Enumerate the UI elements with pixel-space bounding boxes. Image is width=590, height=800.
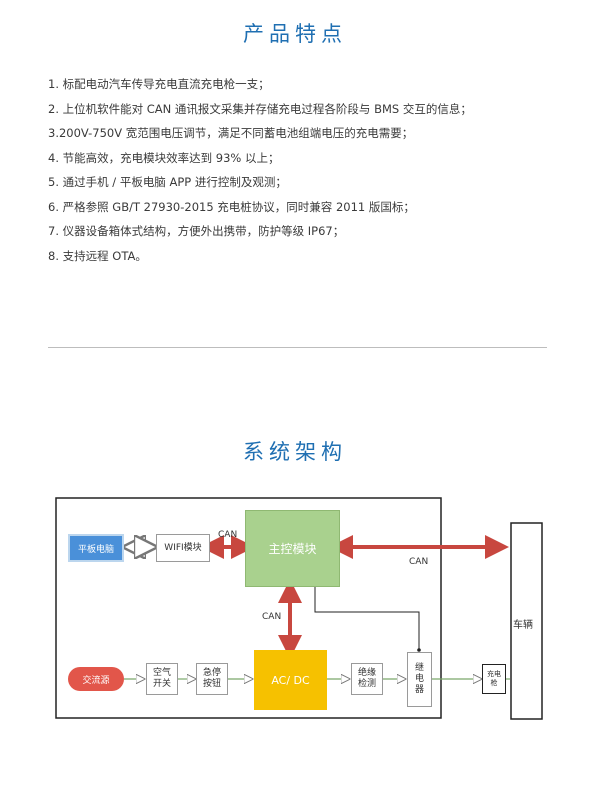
feature-item: 3.200V-750V 宽范围电压调节，满足不同蓄电池组端电压的充电需要； — [48, 126, 414, 140]
architecture-title: 系统架构 — [243, 440, 347, 464]
system-frame — [55, 497, 442, 719]
system-architecture-diagram: 平板电脑 WIFI模块 主控模块 交流源 空气 开关 急停 按钮 AC/ DC … — [0, 490, 590, 730]
features-title: 产品特点 — [243, 22, 347, 46]
feature-item: 4. 节能高效，充电模块效率达到 93% 以上； — [48, 150, 280, 165]
section-divider — [48, 347, 547, 348]
relay-box: 继 电 器 — [407, 652, 432, 707]
vehicle-bar — [510, 522, 543, 720]
main-relay-control-line — [314, 587, 420, 650]
can-label-middle: CAN — [262, 612, 282, 622]
tablet-box: 平板电脑 — [68, 534, 124, 562]
emergency-stop-box: 急停 按钮 — [196, 663, 228, 695]
feature-list: 1. 标配电动汽车传导充电直流充电枪一支； 2. 上位机软件能对 CAN 通讯报… — [48, 72, 472, 268]
can-label-right: CAN — [409, 557, 429, 567]
ac-source-box: 交流源 — [68, 667, 124, 691]
wifi-module-box: WIFI模块 — [156, 534, 210, 562]
feature-item: 1. 标配电动汽车传导充电直流充电枪一支； — [48, 77, 270, 91]
acdc-box: AC/ DC — [254, 650, 327, 710]
feature-item: 8. 支持远程 OTA。 — [48, 248, 147, 263]
feature-item: 7. 仪器设备箱体式结构，方便外出携带，防护等级 IP67； — [48, 224, 345, 238]
feature-item: 5. 通过手机 / 平板电脑 APP 进行控制及观测； — [48, 175, 287, 189]
can-label-top: CAN — [218, 530, 238, 540]
vehicle-label: 车辆 — [513, 620, 533, 631]
diagram-connectors — [55, 497, 543, 720]
main-control-box: 主控模块 — [245, 510, 340, 587]
insulation-detection-box: 绝缘 检测 — [351, 663, 383, 695]
charging-gun-box: 充电 枪 — [482, 664, 506, 694]
air-switch-box: 空气 开关 — [146, 663, 178, 695]
feature-item: 2. 上位机软件能对 CAN 通讯报文采集并存储充电过程各阶段与 BMS 交互的… — [48, 101, 472, 116]
feature-item: 6. 严格参照 GB/T 27930-2015 充电桩协议，同时兼容 2011 … — [48, 199, 415, 214]
